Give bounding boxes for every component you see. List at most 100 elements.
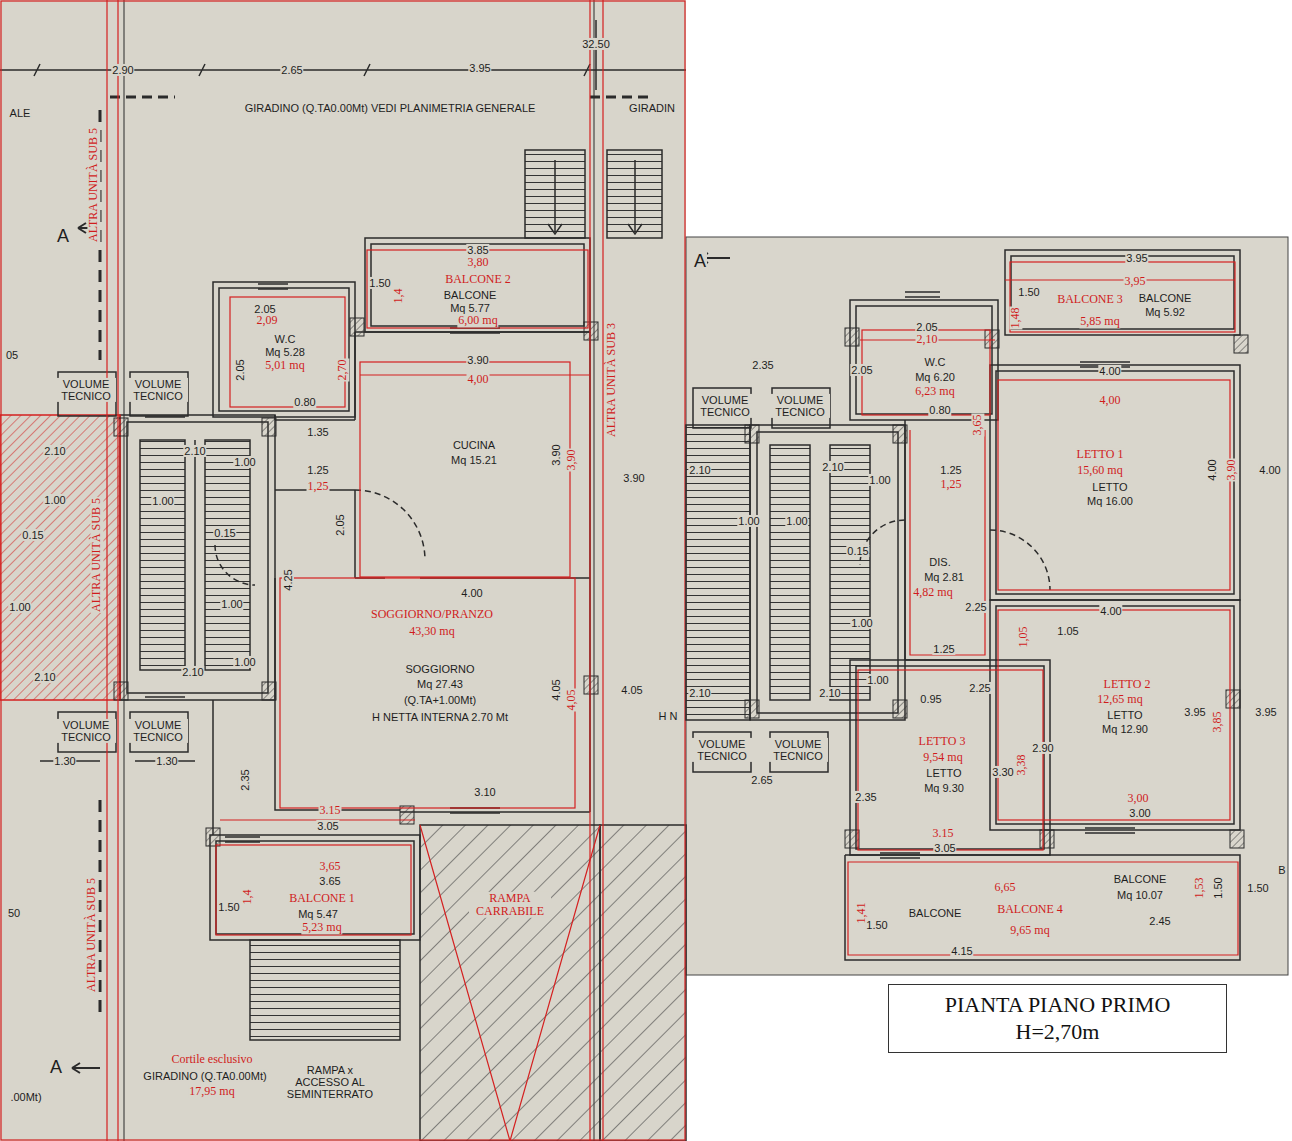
dimension-label: 2.25 [968, 682, 991, 694]
area-annotation: 1,25 [307, 480, 330, 493]
dimension-label: Mq 5.92 [1144, 306, 1186, 318]
dimension-label: 2.10 [183, 445, 206, 457]
dimension-label: 0.15 [21, 529, 44, 541]
dimension-label: 1.00 [233, 656, 256, 668]
dimension-label: 3.90 [622, 472, 645, 484]
overlay-left [1, 0, 685, 1141]
dimension-label: 3.10 [473, 786, 496, 798]
dimension-label: B [1277, 864, 1286, 876]
dimension-label: RAMPA x ACCESSO AL SEMINTERRATO [284, 1064, 376, 1100]
dimension-label: 4.00 [1099, 605, 1122, 617]
dimension-label: 1.00 [850, 617, 873, 629]
dimension-label: (Q.TA+1.00Mt) [403, 694, 477, 706]
dimension-label: GIRADINO (Q.TA0.00Mt) VEDI PLANIMETRIA G… [244, 102, 537, 114]
dimension-label: 50 [7, 907, 21, 919]
dimension-label: 3.05 [933, 842, 956, 854]
dimension-label: 2.25 [964, 601, 987, 613]
dimension-label: 3.95 [468, 62, 491, 74]
dimension-label: 4.05 [550, 678, 562, 701]
sheet-right [686, 237, 1288, 975]
dimension-label: 0.80 [293, 396, 316, 408]
dimension-label: 1.00 [43, 494, 66, 506]
dimension-label: 2.35 [751, 359, 774, 371]
dimension-label: 2.45 [1148, 915, 1171, 927]
area-annotation: LETTO 2 [1103, 678, 1152, 691]
dimension-label: 2.10 [688, 464, 711, 476]
dimension-label: CUCINA [452, 439, 496, 451]
dimension-label: 1.50 [1017, 286, 1040, 298]
area-annotation: 3,38 [1015, 754, 1028, 777]
area-annotation: 1,05 [1017, 626, 1030, 649]
area-annotation: 2,10 [916, 333, 939, 346]
dimension-label: 3.95 [1254, 706, 1277, 718]
dimension-label: 3.85 [466, 244, 489, 256]
dimension-label: 2.05 [253, 303, 276, 315]
dimension-label: VOLUME TECNICO [770, 394, 830, 418]
dimension-label: 1.30 [155, 755, 178, 767]
dimension-label: 2.90 [111, 64, 134, 76]
dimension-label: A [56, 227, 70, 247]
dimension-label: VOLUME TECNICO [56, 719, 116, 743]
area-annotation: 1,4 [241, 889, 254, 906]
dimension-label: 1.00 [233, 456, 256, 468]
area-annotation: 3,90 [565, 449, 578, 472]
area-annotation: ALTRA UNITÀ SUB 5 [90, 497, 103, 613]
dimension-label: A [49, 1058, 63, 1078]
dimension-label: DIS. [928, 556, 951, 568]
area-annotation: 17,95 mq [188, 1085, 235, 1098]
area-annotation: 4,00 [467, 373, 490, 386]
dimension-label: 2.10 [688, 687, 711, 699]
area-annotation: BALCONE 1 [288, 892, 356, 905]
area-annotation: 3,00 [1127, 792, 1150, 805]
dimension-label: Mq 10.07 [1116, 889, 1164, 901]
dimension-label: Mq 12.90 [1101, 723, 1149, 735]
dimension-label: A [693, 252, 707, 272]
area-annotation: 3.15 [319, 804, 342, 817]
dimension-label: VOLUME TECNICO [128, 719, 188, 743]
dimension-label: GIRADIN [628, 102, 676, 114]
area-annotation: RAMPA CARRABILE [469, 892, 551, 918]
dimension-label: 1.50 [1246, 882, 1269, 894]
dimension-label: 05 [5, 349, 19, 361]
dimension-label: 2.10 [43, 445, 66, 457]
dimension-label: 4.05 [620, 684, 643, 696]
dimension-label: VOLUME TECNICO [128, 378, 188, 402]
dimension-label: 2.05 [334, 513, 346, 536]
dimension-label: 32.50 [581, 38, 611, 50]
dimension-label: 1.25 [932, 643, 955, 655]
dimension-label: Mq 5.77 [449, 302, 491, 314]
dimension-label: VOLUME TECNICO [56, 378, 116, 402]
dimension-label: 1.00 [785, 515, 808, 527]
area-annotation: 2,09 [256, 314, 279, 327]
title-text: PIANTA PIANO PRIMO [945, 992, 1171, 1018]
pillars-right [745, 328, 1248, 848]
dimension-label: 2.05 [850, 364, 873, 376]
area-annotation: 3,90 [1225, 459, 1238, 482]
dimension-label: 2.10 [821, 461, 844, 473]
area-annotation: 3,65 [971, 414, 984, 437]
dimension-label: 2.65 [280, 64, 303, 76]
dimension-label: BALCONE [1113, 873, 1168, 885]
area-annotation: 3,65 [319, 860, 342, 873]
dimension-label: 1.35 [306, 426, 329, 438]
dimension-label: 1.00 [220, 598, 243, 610]
area-annotation: 1,4 [392, 288, 405, 305]
dimension-label: 2.90 [1031, 742, 1054, 754]
area-annotation: 3,80 [467, 256, 490, 269]
dimension-label: 4.00 [1258, 464, 1281, 476]
area-annotation: 3,95 [1124, 275, 1147, 288]
area-annotation: 12,65 mq [1096, 693, 1143, 706]
dimension-label: Mq 16.00 [1086, 495, 1134, 507]
dimension-label: 2.10 [181, 666, 204, 678]
dimension-label: 4.00 [460, 587, 483, 599]
dimension-label: 0.15 [846, 545, 869, 557]
dimension-label: 1.00 [868, 474, 891, 486]
dimension-label: 3.90 [466, 354, 489, 366]
dimension-label: W.C [924, 356, 947, 368]
dimension-label: Mq 6.20 [914, 371, 956, 383]
dimension-label: SOGGIORNO [404, 663, 475, 675]
area-annotation: ALTRA UNITÀ SUB 5 [85, 877, 98, 993]
dimension-label: 1.30 [53, 755, 76, 767]
dimension-label: Mq 27.43 [416, 678, 464, 690]
area-annotation: 3,85 [1211, 711, 1224, 734]
